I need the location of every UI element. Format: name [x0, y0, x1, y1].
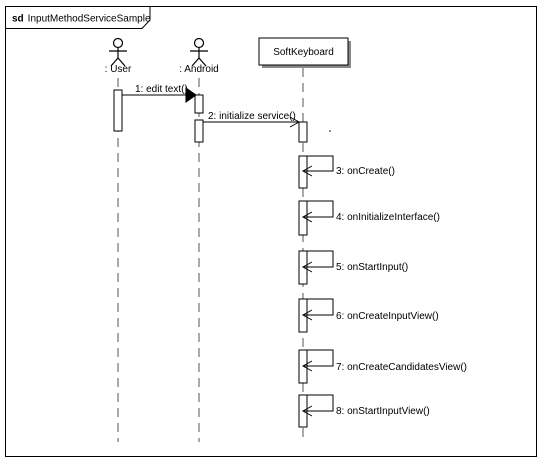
- message-7-label: 7: onCreateCandidatesView(): [336, 362, 467, 373]
- activation-4: [298, 200, 308, 236]
- message-1-label: 1: edit text(): [135, 84, 188, 95]
- self-message-3: 3: onCreate(): [298, 155, 395, 189]
- message-3-label: 3: onCreate(): [336, 166, 395, 177]
- message-6-label: 6: onCreateInputView(): [336, 311, 439, 322]
- self-arrowhead-icon: [301, 261, 313, 273]
- message-5-label: 5: onStartInput(): [336, 262, 408, 273]
- activation-3: [298, 155, 308, 189]
- message-4-label: 4: onInitializeInterface(): [336, 212, 440, 223]
- frame-title: sd InputMethodServiceSample: [12, 14, 151, 25]
- frame-name: InputMethodServiceSample: [28, 14, 151, 25]
- android-activation-2: [194, 119, 204, 143]
- self-arrowhead-icon: [301, 360, 313, 372]
- self-message-6: 6: onCreateInputView(): [298, 298, 439, 333]
- self-message-8: 8: onStartInputView(): [298, 394, 430, 428]
- self-message-7: 7: onCreateCandidatesView(): [298, 349, 467, 384]
- actor-android-icon: [190, 37, 208, 67]
- message-2: 2: initialize service(): [203, 111, 301, 128]
- self-message-5: 5: onStartInput(): [298, 250, 408, 285]
- message-2-label: 2: initialize service(): [208, 111, 296, 122]
- diagram-frame: [5, 6, 537, 457]
- open-arrowhead-icon: [289, 116, 301, 128]
- android-activation-1: [194, 94, 204, 114]
- self-message-4: 4: onInitializeInterface(): [298, 200, 440, 236]
- user-activation: [113, 89, 123, 132]
- frame-keyword: sd: [12, 14, 24, 25]
- self-arrowhead-icon: [301, 165, 313, 177]
- frame-title-tab: [5, 6, 151, 29]
- actor-android-label: : Android: [179, 64, 218, 75]
- softkeyboard-box: [258, 37, 349, 66]
- softkeyboard-activation: [298, 121, 308, 143]
- self-arrowhead-icon: [301, 309, 313, 321]
- self-arrowhead-icon: [301, 211, 313, 223]
- filled-arrowhead-icon: [185, 87, 197, 103]
- message-8-label: 8: onStartInputView(): [336, 406, 430, 417]
- softkeyboard-label: SoftKeyboard: [273, 47, 334, 58]
- actor-user-label: : User: [105, 64, 132, 75]
- stray-dot: [329, 130, 331, 132]
- actor-user-icon: [109, 37, 127, 67]
- self-arrowhead-icon: [301, 405, 313, 417]
- message-1: 1: edit text(): [122, 84, 197, 103]
